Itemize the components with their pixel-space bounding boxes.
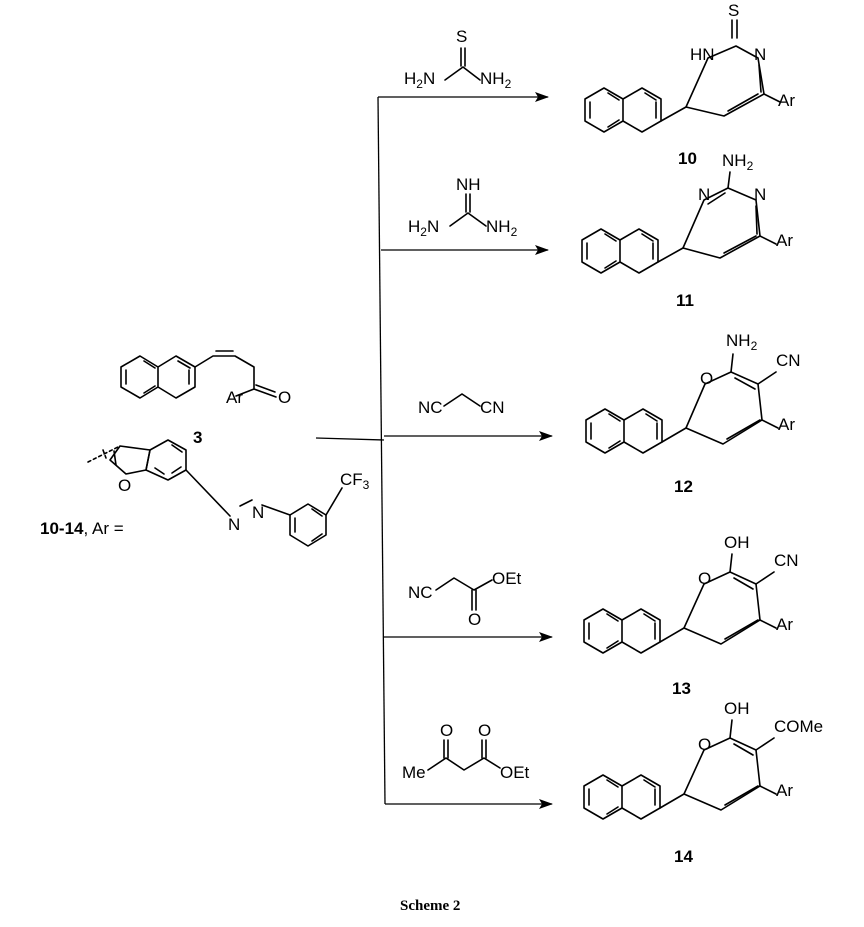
svg-text:N: N xyxy=(698,185,710,204)
reagent-malononitrile: NC CN xyxy=(418,393,505,417)
svg-text:H2N: H2N xyxy=(408,217,439,239)
reaction-arrows xyxy=(315,92,553,809)
ar-definition: O N N CF3 10-14, Ar = xyxy=(40,439,370,547)
svg-text:O: O xyxy=(478,721,491,740)
svg-text:N: N xyxy=(754,185,766,204)
svg-text:Ar: Ar xyxy=(776,615,793,634)
compound-number-11: 11 xyxy=(676,291,694,310)
svg-text:Ar: Ar xyxy=(778,415,795,434)
svg-text:CN: CN xyxy=(774,551,799,570)
svg-text:H2N: H2N xyxy=(404,69,435,91)
svg-text:CN: CN xyxy=(776,351,801,370)
svg-text:Ar: Ar xyxy=(776,781,793,800)
compound-number-13: 13 xyxy=(672,679,691,698)
azo-nitrogen-1: N xyxy=(228,515,240,534)
scheme-caption: Scheme 2 xyxy=(400,898,460,914)
product-11: NH2 N N Ar 11 xyxy=(581,151,793,310)
azo-nitrogen-2: N xyxy=(252,503,264,522)
reagent-guanidine: NH H2N NH2 xyxy=(408,175,518,239)
reagent-ethyl-cyanoacetate: NC OEt O xyxy=(408,569,522,629)
svg-text:OEt: OEt xyxy=(500,763,530,782)
svg-text:COMe: COMe xyxy=(774,717,823,736)
naphthalene-ring xyxy=(120,355,196,399)
carbonyl-oxygen-label: O xyxy=(278,388,291,407)
ar-definition-label: 10-14, Ar = xyxy=(40,519,124,538)
naphthalene-inner-bonds xyxy=(125,360,191,394)
svg-text:O: O xyxy=(440,721,453,740)
product-12: NH2 O CN Ar 12 xyxy=(585,331,801,496)
svg-text:NH2: NH2 xyxy=(480,69,512,91)
compound-number-12: 12 xyxy=(674,477,693,496)
svg-text:Ar: Ar xyxy=(776,231,793,250)
compound-number-3: 3 xyxy=(193,428,202,447)
svg-text:S: S xyxy=(728,1,739,20)
svg-text:O: O xyxy=(698,735,711,754)
svg-text:NC: NC xyxy=(418,398,443,417)
product-10: S HN N Ar 10 xyxy=(584,1,795,168)
reagent-ethyl-acetoacetate: O O Me OEt xyxy=(402,721,530,782)
svg-text:O: O xyxy=(468,610,481,629)
starting-material-3: Ar O 3 xyxy=(120,350,291,447)
svg-text:NH2: NH2 xyxy=(722,151,754,173)
svg-text:Ar: Ar xyxy=(778,91,795,110)
svg-text:N: N xyxy=(754,45,766,64)
svg-text:OH: OH xyxy=(724,533,750,552)
compound-number-10: 10 xyxy=(678,149,697,168)
svg-text:NH2: NH2 xyxy=(486,217,518,239)
cf3-label: CF3 xyxy=(340,470,370,492)
svg-text:O: O xyxy=(698,569,711,588)
svg-text:Me: Me xyxy=(402,763,426,782)
svg-text:O: O xyxy=(700,369,713,388)
aryl-label: Ar xyxy=(226,388,243,407)
svg-text:CN: CN xyxy=(480,398,505,417)
reagent-thiourea: S H2N NH2 xyxy=(404,27,512,91)
product-13: OH O CN Ar 13 xyxy=(583,533,799,698)
svg-text:NH2: NH2 xyxy=(726,331,758,353)
product-14: OH O COMe Ar 14 xyxy=(583,699,823,866)
benzofuran-oxygen: O xyxy=(118,476,131,495)
svg-text:OH: OH xyxy=(724,699,750,718)
svg-text:HN: HN xyxy=(690,45,715,64)
compound-number-14: 14 xyxy=(674,847,693,866)
svg-text:NH: NH xyxy=(456,175,481,194)
svg-text:OEt: OEt xyxy=(492,569,522,588)
svg-text:S: S xyxy=(456,27,467,46)
svg-text:NC: NC xyxy=(408,583,433,602)
